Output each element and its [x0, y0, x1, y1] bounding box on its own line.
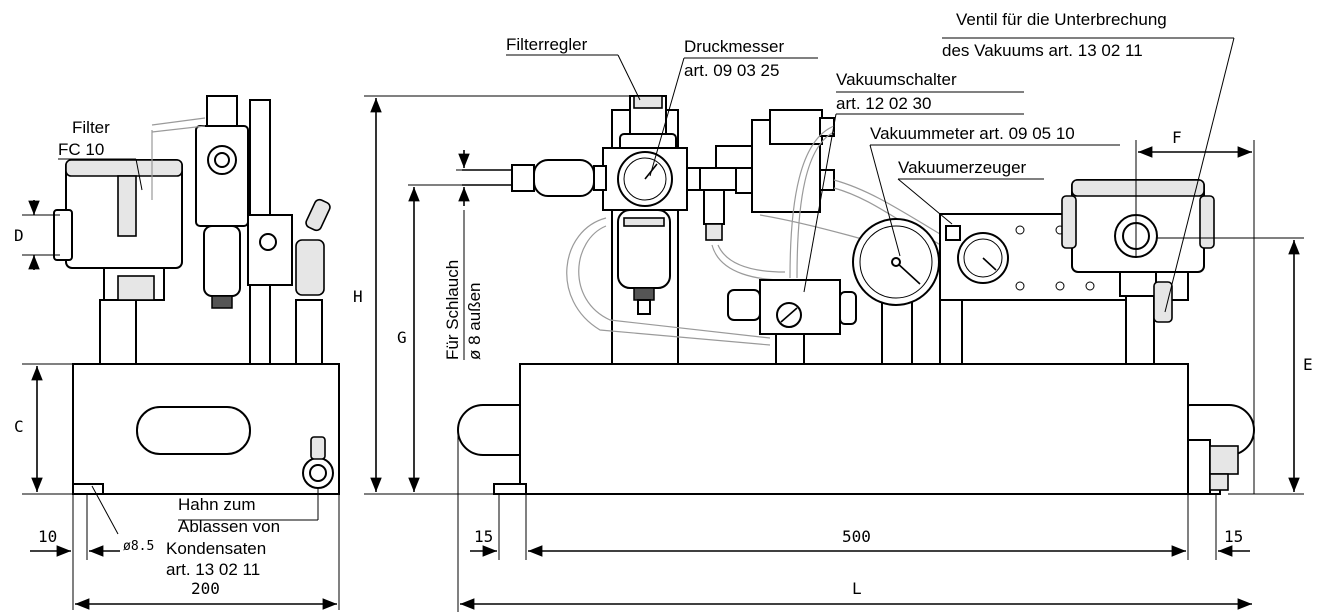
- label-filter-2: FC 10: [58, 140, 104, 159]
- label-druckmesser-1: Druckmesser: [684, 37, 784, 56]
- dim-E: E: [1303, 355, 1313, 374]
- dim-H: H: [353, 287, 363, 306]
- dim-D: D: [14, 226, 24, 245]
- label-hahn-4: art. 13 02 11: [166, 560, 260, 579]
- label-schlauch-1: Für Schlauch: [443, 260, 462, 360]
- front-view-dimensions: H G E F 15 500 15: [353, 95, 1313, 612]
- label-filter-1: Filter: [72, 118, 110, 137]
- label-ventil-1: Ventil für die Unterbrechung: [956, 10, 1167, 29]
- label-hahn-1: Hahn zum: [178, 495, 255, 514]
- label-vakuummeter: Vakuummeter art. 09 05 10: [870, 124, 1075, 143]
- dim-200: 200: [191, 579, 220, 598]
- dim-C: C: [14, 417, 24, 436]
- dim-15-left: 15: [474, 527, 493, 546]
- label-ventil-2: des Vakuums art. 13 02 11: [942, 41, 1143, 60]
- dim-hole: ø8.5: [123, 539, 154, 554]
- inlet-muffler: [533, 159, 595, 197]
- side-view: [53, 95, 340, 495]
- dim-500: 500: [842, 527, 871, 546]
- dim-15-right: 15: [1224, 527, 1243, 546]
- side-foot: [72, 483, 104, 495]
- side-view-dimensions: D C 10 ø8.5 200: [14, 200, 340, 610]
- label-filterregler: Filterregler: [506, 35, 588, 54]
- dim-F: F: [1172, 128, 1182, 147]
- front-base-box: [519, 363, 1189, 495]
- label-vakuumschalter-2: art. 12 02 30: [836, 94, 931, 113]
- label-schlauch-2: ø 8 außen: [465, 283, 484, 361]
- vakuumschalter-block: [759, 279, 841, 335]
- label-hahn-2: Ablassen von: [178, 517, 280, 536]
- label-druckmesser-2: art. 09 03 25: [684, 61, 779, 80]
- dim-10: 10: [38, 527, 57, 546]
- label-hahn-3: Kondensaten: [166, 539, 266, 558]
- label-vakuumerzeuger: Vakuumerzeuger: [898, 158, 1027, 177]
- side-slot: [136, 406, 251, 455]
- front-view: [457, 95, 1255, 495]
- dim-G: G: [397, 328, 407, 347]
- dim-L: L: [852, 579, 862, 598]
- label-vakuumschalter-1: Vakuumschalter: [836, 70, 957, 89]
